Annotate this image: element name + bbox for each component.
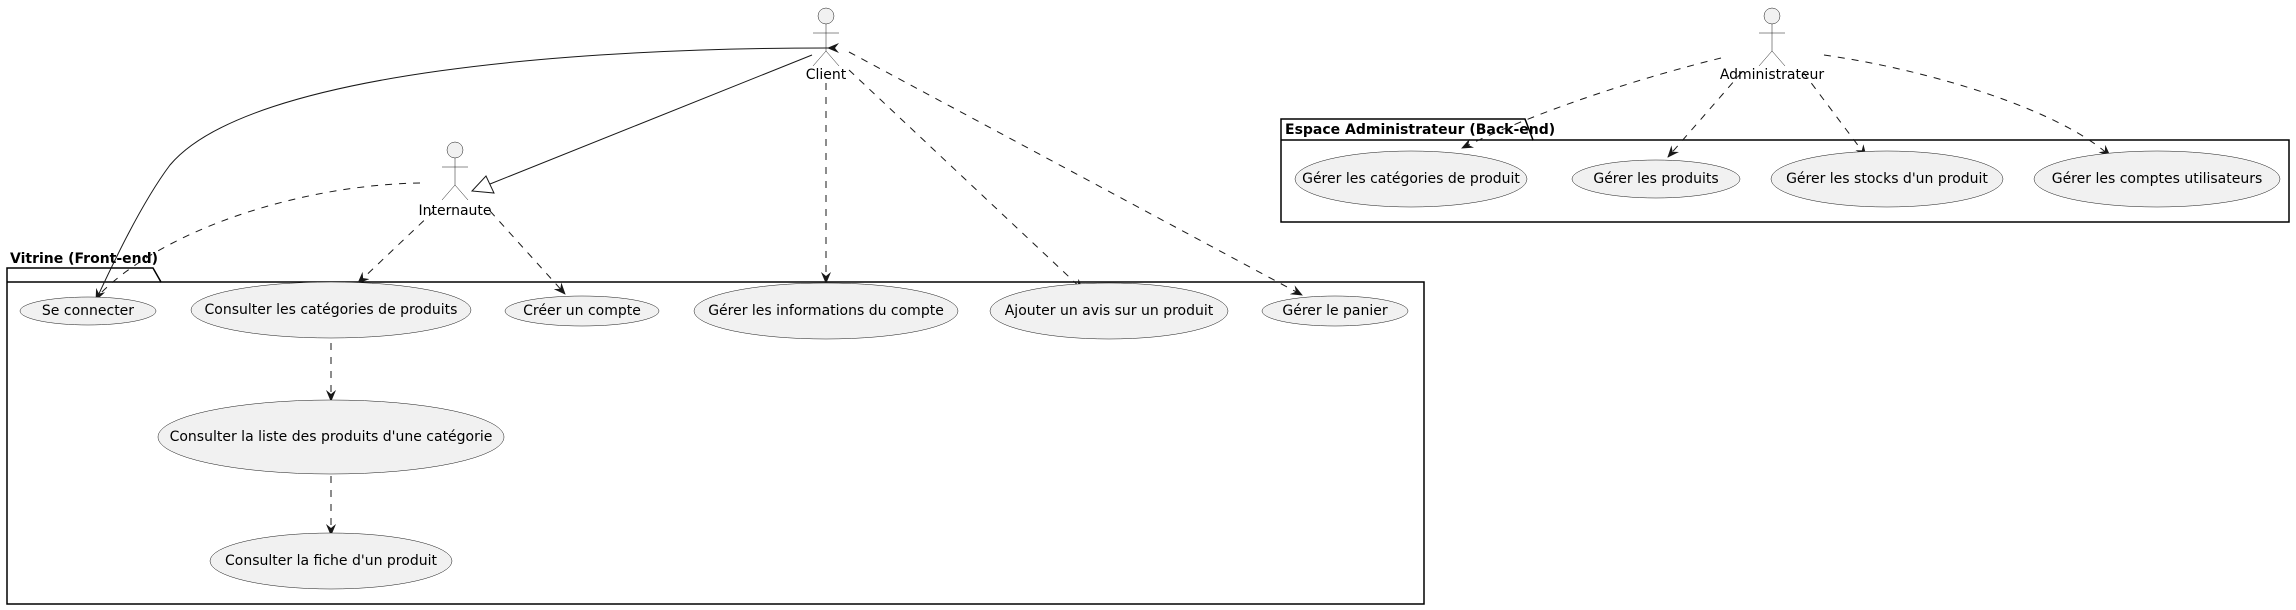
relation-admin-gerer-comptes: [1823, 54, 2111, 157]
use-case-creer-compte-label: Créer un compte: [523, 303, 641, 319]
use-case-se-connecter-label: Se connecter: [42, 303, 134, 319]
use-case-se-connecter: Se connecter: [19, 296, 157, 326]
use-case-gerer-informations-label: Gérer les informations du compte: [708, 303, 944, 319]
relation-internaute-se-connecter: [95, 182, 421, 299]
use-case-gerer-produits: Gérer les produits: [1571, 159, 1741, 199]
package-admin: Espace Administrateur (Back-end): [1280, 118, 2290, 223]
use-case-gerer-panier-label: Gérer le panier: [1282, 303, 1388, 319]
use-case-consulter-liste: Consulter la liste des produits d'une ca…: [157, 399, 505, 475]
use-case-consulter-fiche: Consulter la fiche d'un produit: [209, 532, 453, 590]
use-case-gerer-produits-label: Gérer les produits: [1593, 171, 1718, 187]
use-case-consulter-categories: Consulter les catégories de produits: [190, 281, 472, 339]
relation-client-gerer-panier: [848, 51, 1303, 296]
relation-admin-gerer-produits: [1667, 71, 1743, 158]
use-case-gerer-informations: Gérer les informations du compte: [693, 282, 959, 340]
actor-client: Client: [806, 7, 847, 83]
actor-administrateur: Administrateur: [1720, 7, 1825, 83]
use-case-ajouter-avis-label: Ajouter un avis sur un produit: [1005, 303, 1214, 319]
use-case-gerer-panier: Gérer le panier: [1261, 295, 1409, 327]
package-admin-title: Espace Administrateur (Back-end): [1285, 122, 1555, 138]
actor-client-label: Client: [806, 67, 847, 83]
relation-client-ajouter-avis: [848, 69, 1084, 291]
relation-internaute-consulter-categories: [357, 210, 435, 284]
generalization-arrowhead: [470, 175, 495, 194]
use-case-gerer-stocks: Gérer les stocks d'un produit: [1770, 150, 2004, 208]
relation-admin-gerer-stocks: [1802, 71, 1867, 157]
use-case-consulter-fiche-label: Consulter la fiche d'un produit: [225, 553, 437, 569]
use-case-gerer-categories-label: Gérer les catégories de produit: [1302, 171, 1520, 187]
use-case-ajouter-avis: Ajouter un avis sur un produit: [989, 282, 1229, 340]
relations: [95, 42, 2111, 536]
use-case-creer-compte: Créer un compte: [504, 295, 660, 327]
use-case-gerer-categories: Gérer les catégories de produit: [1294, 150, 1528, 208]
use-case-gerer-comptes: Gérer les comptes utilisateurs: [2033, 150, 2281, 208]
actor-head: [446, 141, 464, 159]
relation-internaute-creer-compte: [489, 210, 566, 295]
relation-client-se-connecter: [95, 42, 840, 301]
relation-internaute-generalization-client: [489, 54, 813, 185]
actor-head: [817, 7, 835, 25]
relation-admin-gerer-categories: [1461, 57, 1722, 149]
use-case-gerer-comptes-label: Gérer les comptes utilisateurs: [2052, 171, 2263, 187]
use-case-gerer-stocks-label: Gérer les stocks d'un produit: [1786, 171, 1988, 187]
actor-head: [1763, 7, 1781, 25]
use-case-consulter-liste-label: Consulter la liste des produits d'une ca…: [170, 429, 493, 445]
actor-administrateur-label: Administrateur: [1720, 67, 1825, 83]
actor-internaute: Internaute: [418, 141, 492, 219]
use-case-consulter-categories-label: Consulter les catégories de produits: [205, 302, 458, 318]
actor-internaute-label: Internaute: [418, 203, 491, 219]
